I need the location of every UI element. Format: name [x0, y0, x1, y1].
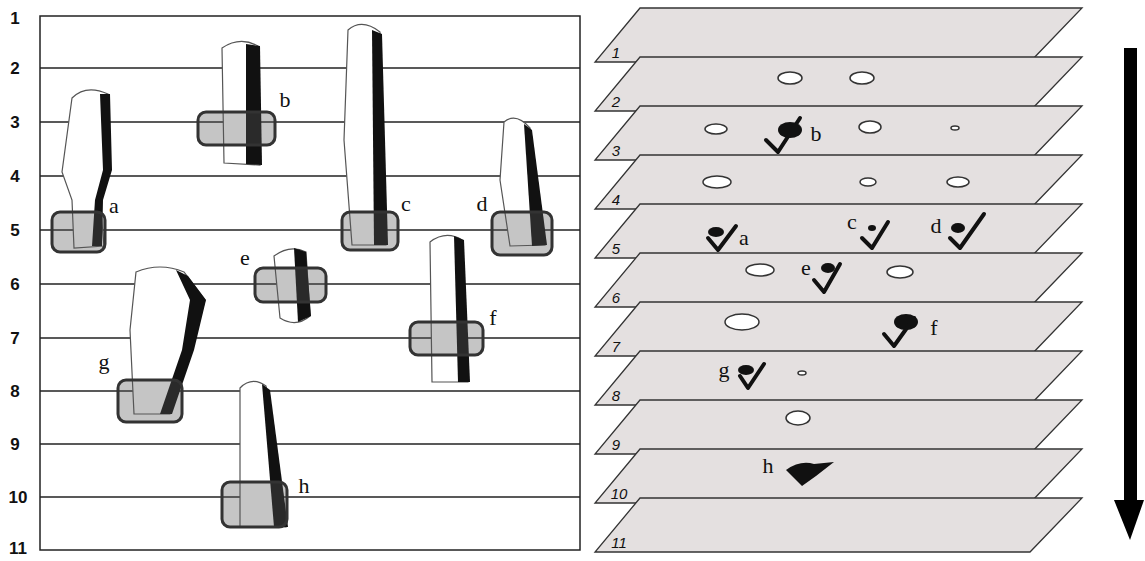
part-letter: d	[931, 215, 942, 237]
part-letter: c	[847, 211, 857, 233]
order-arrow	[1114, 48, 1144, 540]
slice-number: 1	[612, 45, 620, 60]
row-number: 11	[9, 540, 27, 557]
part-letter: c	[401, 193, 411, 215]
row-number: 2	[10, 60, 19, 77]
part-letter: d	[477, 193, 488, 215]
row-number: 8	[10, 383, 19, 400]
slice-number: 5	[612, 241, 620, 256]
part-letter: h	[763, 455, 774, 477]
part-letter: h	[299, 475, 310, 497]
canal-sections	[703, 72, 969, 425]
row-number: 5	[10, 222, 19, 239]
row-number: 4	[10, 168, 19, 185]
slice-number: 8	[612, 388, 620, 403]
row-number: 9	[10, 436, 19, 453]
row-number: 6	[10, 276, 19, 293]
slice-number: 4	[612, 192, 620, 207]
row-number: 10	[9, 489, 28, 506]
slice-number: 7	[612, 339, 620, 354]
slices	[595, 8, 1082, 552]
slice-number: 3	[612, 143, 620, 158]
part-letter: a	[109, 195, 119, 217]
slice-number: 9	[612, 437, 620, 452]
part-letter: e	[801, 257, 811, 279]
slice-number: 10	[611, 486, 628, 501]
slice-number: 6	[612, 290, 620, 305]
grid	[40, 16, 580, 550]
part-letter: b	[280, 89, 291, 111]
part-letter: e	[240, 247, 250, 269]
part-letter: g	[99, 351, 110, 373]
part-letter: a	[739, 227, 749, 249]
row-number: 3	[10, 114, 19, 131]
row-number: 1	[10, 10, 19, 27]
part-letter: f	[930, 317, 937, 339]
slice-number: 2	[612, 94, 620, 109]
teeth	[62, 24, 547, 527]
part-letter: f	[489, 307, 496, 329]
part-letter: b	[811, 123, 822, 145]
slice-number: 11	[611, 535, 627, 550]
part-letter: g	[719, 359, 730, 381]
marked-sections	[708, 118, 984, 486]
section-boxes	[52, 112, 552, 527]
row-number: 7	[10, 330, 19, 347]
